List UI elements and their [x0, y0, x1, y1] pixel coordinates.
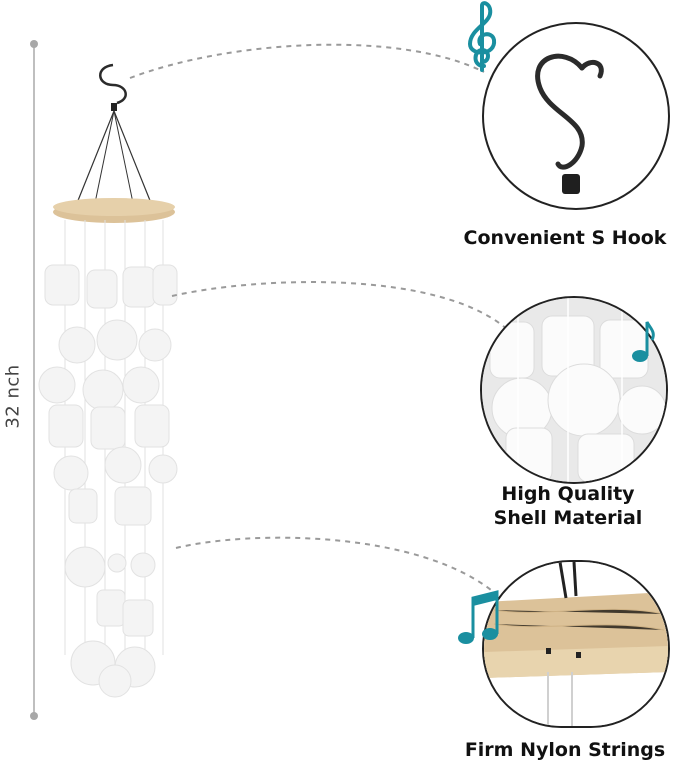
feature-circle-s-hook: [482, 22, 670, 210]
measure-bottom-dot: [30, 712, 38, 720]
measure-top-dot: [30, 40, 38, 48]
feature-label-shell-line1: High Quality: [501, 483, 635, 505]
height-measure-line: [33, 44, 35, 716]
feature-label-shell-line2: Shell Material: [493, 507, 643, 529]
feature-circle-strings: [482, 560, 670, 728]
feature-circle-shell: [480, 296, 668, 484]
s-hook-icon: [535, 53, 604, 194]
feature-label-s-hook: Convenient S Hook: [463, 227, 667, 249]
feature-label-shell: High Quality Shell Material: [452, 482, 679, 530]
feature-label-strings: Firm Nylon Strings: [464, 739, 666, 761]
shell-closeup-image: [482, 298, 666, 482]
wood-strings-closeup-image: [484, 562, 668, 726]
treble-clef-icon: [462, 0, 502, 72]
music-note-icon: [630, 318, 656, 366]
wind-chime-product: [38, 63, 178, 698]
beamed-notes-icon: [456, 588, 502, 648]
